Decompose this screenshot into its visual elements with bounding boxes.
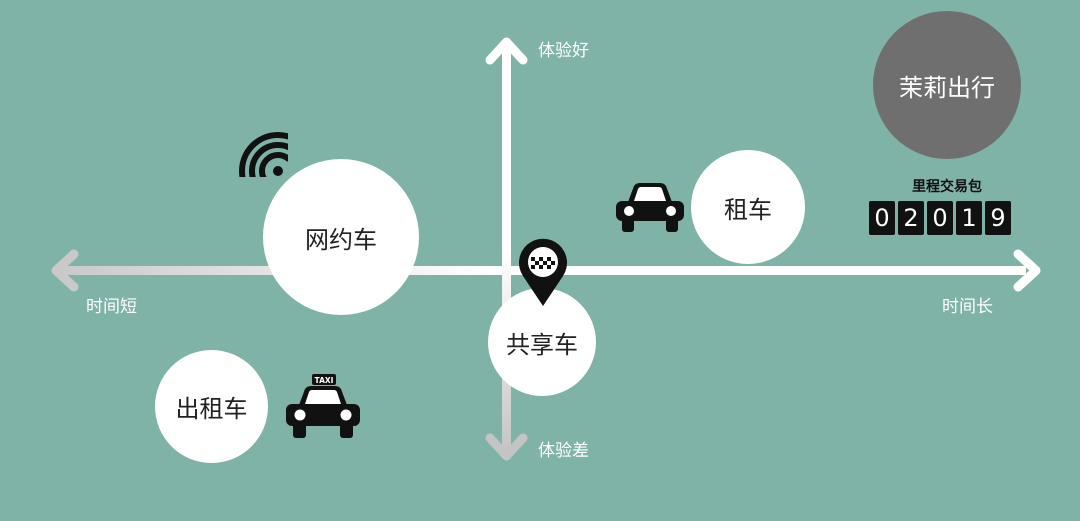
wifi-icon [239, 132, 288, 177]
brand-name: 茉莉出行 [899, 73, 995, 102]
mileage-title: 里程交易包 [912, 179, 982, 195]
x-axis-right-label: 时间长 [942, 297, 993, 317]
x-axis-right-arrow [1013, 249, 1041, 292]
bubble-wangyue: 网约车 [263, 159, 419, 315]
bubble-zuche: 租车 [691, 150, 805, 264]
y-axis-bottom-label: 体验差 [538, 441, 589, 461]
mileage-digit: 0 [869, 201, 895, 235]
taxi-icon: TAXI [286, 374, 360, 438]
x-axis-left-arrow [51, 249, 79, 292]
y-axis-bottom-arrow [485, 433, 528, 461]
mileage-digit: 1 [956, 201, 982, 235]
taxi-location-pin-icon [519, 238, 567, 306]
mileage-digit: 9 [985, 201, 1011, 235]
x-axis-left-label: 时间短 [86, 297, 137, 317]
bubble-zuche-label: 租车 [724, 195, 772, 224]
bubble-gongxiang: 共享车 [488, 288, 596, 396]
bubble-wangyue-label: 网约车 [305, 225, 377, 254]
mileage-digit: 0 [927, 201, 953, 235]
bubble-chuzu: 出租车 [155, 350, 268, 463]
y-axis [485, 37, 528, 461]
y-axis-top-label: 体验好 [538, 41, 589, 61]
bubble-chuzu-label: 出租车 [175, 395, 248, 423]
taxi-sign-text: TAXI [315, 376, 334, 385]
mileage-digit: 2 [898, 201, 924, 235]
brand-circle: 茉莉出行 [873, 11, 1021, 159]
y-axis-top-arrow [485, 37, 528, 65]
mileage-counter: 0 2 0 1 9 [869, 201, 1011, 235]
bubble-gongxiang-label: 共享车 [506, 330, 578, 359]
car-icon [616, 183, 684, 232]
